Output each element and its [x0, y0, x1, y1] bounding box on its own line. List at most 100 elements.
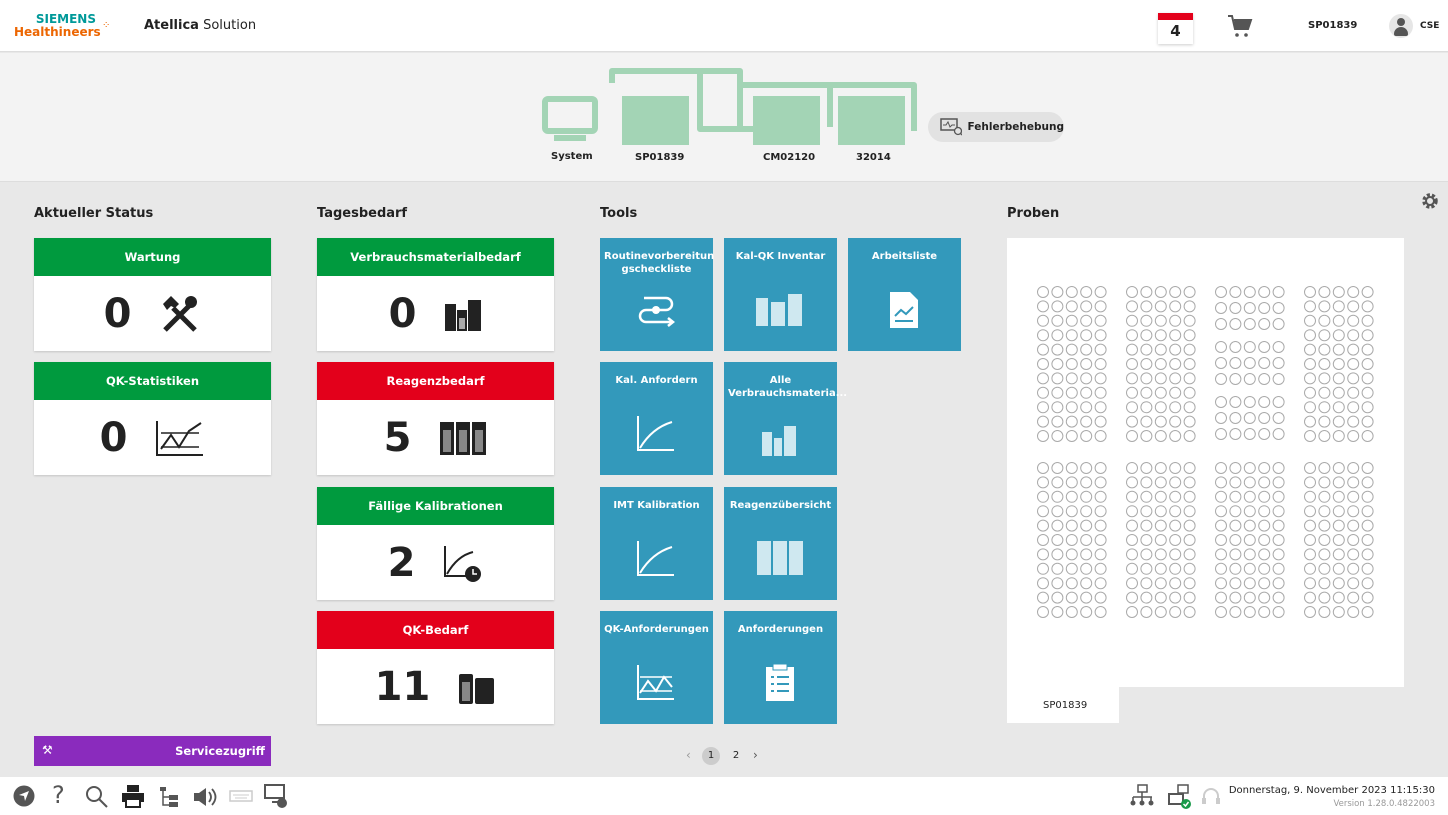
- sample-position[interactable]: [1272, 534, 1285, 546]
- sample-position[interactable]: [1094, 386, 1107, 399]
- sample-position[interactable]: [1229, 490, 1242, 503]
- sample-position[interactable]: [1037, 329, 1049, 342]
- sample-position[interactable]: [1318, 430, 1331, 442]
- sample-position[interactable]: [1140, 577, 1153, 590]
- sample-position[interactable]: [1080, 577, 1093, 590]
- sample-position[interactable]: [1332, 534, 1345, 546]
- gear-icon[interactable]: [1420, 191, 1440, 211]
- sample-position[interactable]: [1361, 430, 1374, 442]
- sample-position[interactable]: [1080, 343, 1093, 356]
- sample-position[interactable]: [1126, 476, 1138, 489]
- sample-position[interactable]: [1304, 329, 1316, 342]
- sample-position[interactable]: [1229, 341, 1242, 353]
- sample-position[interactable]: [1183, 591, 1196, 604]
- sample-position[interactable]: [1080, 430, 1093, 442]
- sample-position[interactable]: [1154, 562, 1167, 575]
- sample-position[interactable]: [1126, 462, 1138, 474]
- troubleshoot-button[interactable]: Fehlerbehebung: [928, 112, 1064, 142]
- sample-position[interactable]: [1080, 606, 1093, 618]
- sample-position[interactable]: [1140, 415, 1153, 428]
- sample-position[interactable]: [1347, 415, 1360, 428]
- sample-position[interactable]: [1183, 476, 1196, 489]
- sample-position[interactable]: [1154, 534, 1167, 546]
- sample-position[interactable]: [1094, 476, 1107, 489]
- sample-position[interactable]: [1304, 519, 1316, 532]
- sample-position[interactable]: [1347, 430, 1360, 442]
- sample-position[interactable]: [1094, 562, 1107, 575]
- sample-position[interactable]: [1183, 534, 1196, 546]
- sample-position[interactable]: [1243, 318, 1256, 330]
- navigation-icon[interactable]: [13, 785, 35, 807]
- sample-position[interactable]: [1229, 534, 1242, 546]
- sample-position[interactable]: [1183, 300, 1196, 313]
- sample-position[interactable]: [1140, 401, 1153, 414]
- sample-position[interactable]: [1332, 358, 1345, 370]
- sample-position[interactable]: [1169, 415, 1182, 428]
- sample-position[interactable]: [1051, 300, 1064, 313]
- sample-position[interactable]: [1154, 505, 1167, 518]
- sample-position[interactable]: [1065, 300, 1078, 313]
- sample-position[interactable]: [1140, 462, 1153, 474]
- sample-position[interactable]: [1215, 519, 1227, 532]
- sample-position[interactable]: [1215, 462, 1227, 474]
- sample-position[interactable]: [1094, 505, 1107, 518]
- sample-position[interactable]: [1126, 343, 1138, 356]
- sample-position[interactable]: [1051, 314, 1064, 327]
- help-icon[interactable]: ?: [52, 781, 65, 809]
- daily-card-reagents[interactable]: Reagenzbedarf 5: [317, 362, 554, 475]
- sample-position[interactable]: [1094, 343, 1107, 356]
- sample-position[interactable]: [1215, 428, 1227, 440]
- sample-position[interactable]: [1169, 591, 1182, 604]
- sample-position[interactable]: [1051, 343, 1064, 356]
- sample-position[interactable]: [1347, 300, 1360, 313]
- sample-position[interactable]: [1332, 577, 1345, 590]
- sample-position[interactable]: [1332, 415, 1345, 428]
- sample-position[interactable]: [1229, 412, 1242, 424]
- sample-position[interactable]: [1318, 329, 1331, 342]
- sample-position[interactable]: [1140, 343, 1153, 356]
- sample-position[interactable]: [1361, 548, 1374, 561]
- sample-position[interactable]: [1183, 562, 1196, 575]
- sample-position[interactable]: [1183, 548, 1196, 561]
- sample-position[interactable]: [1332, 386, 1345, 399]
- sample-position[interactable]: [1272, 476, 1285, 489]
- sample-position[interactable]: [1126, 286, 1138, 298]
- sample-position[interactable]: [1183, 430, 1196, 442]
- sample-position[interactable]: [1258, 462, 1271, 474]
- sample-position[interactable]: [1154, 300, 1167, 313]
- sample-position[interactable]: [1051, 591, 1064, 604]
- sample-position[interactable]: [1080, 314, 1093, 327]
- sample-position[interactable]: [1332, 401, 1345, 414]
- sample-position[interactable]: [1080, 505, 1093, 518]
- sample-position[interactable]: [1154, 476, 1167, 489]
- sample-position[interactable]: [1272, 302, 1285, 314]
- sample-position[interactable]: [1140, 329, 1153, 342]
- sample-position[interactable]: [1169, 329, 1182, 342]
- sample-position[interactable]: [1183, 386, 1196, 399]
- sample-position[interactable]: [1258, 286, 1271, 298]
- sample-position[interactable]: [1272, 462, 1285, 474]
- sample-position[interactable]: [1126, 314, 1138, 327]
- sample-position[interactable]: [1065, 476, 1078, 489]
- sample-position[interactable]: [1183, 505, 1196, 518]
- sample-position[interactable]: [1051, 519, 1064, 532]
- sample-position[interactable]: [1347, 606, 1360, 618]
- sample-position[interactable]: [1332, 476, 1345, 489]
- sample-position[interactable]: [1169, 534, 1182, 546]
- sample-position[interactable]: [1258, 318, 1271, 330]
- sample-position[interactable]: [1229, 476, 1242, 489]
- sample-position[interactable]: [1318, 300, 1331, 313]
- sample-position[interactable]: [1037, 462, 1049, 474]
- sample-position[interactable]: [1332, 519, 1345, 532]
- sample-position[interactable]: [1243, 591, 1256, 604]
- remote-screen-icon[interactable]: [264, 784, 288, 808]
- sample-position[interactable]: [1169, 606, 1182, 618]
- sample-position[interactable]: [1037, 286, 1049, 298]
- sample-position[interactable]: [1183, 314, 1196, 327]
- sample-position[interactable]: [1126, 534, 1138, 546]
- sample-position[interactable]: [1258, 396, 1271, 408]
- sample-position[interactable]: [1347, 548, 1360, 561]
- sample-position[interactable]: [1258, 302, 1271, 314]
- sample-position[interactable]: [1243, 428, 1256, 440]
- module-32014[interactable]: [838, 96, 905, 145]
